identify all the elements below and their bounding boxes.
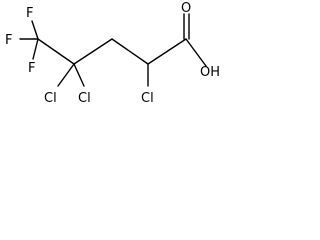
hydroxyl-label: OH	[200, 65, 220, 80]
bond-lines	[19, 13, 207, 87]
chlorine-alpha-label: Cl	[141, 91, 154, 106]
chlorine-right-label: Cl	[78, 91, 91, 106]
fluorine-top-label: F	[26, 6, 33, 21]
bond-c4-c5	[147, 38, 187, 65]
bond-c2-cl-left	[57, 63, 75, 87]
bond-c3-c4	[111, 38, 149, 65]
bond-c2-c3	[73, 38, 113, 65]
bond-cf-bottom	[32, 38, 39, 60]
chemical-structure: F F F Cl Cl Cl O OH	[5, 1, 220, 106]
bond-c5-oh	[185, 38, 207, 67]
chlorine-left-label: Cl	[44, 91, 57, 106]
carbonyl-oxygen-label: O	[181, 1, 191, 16]
bond-c2-cl-right	[73, 63, 85, 87]
fluorine-bottom-label: F	[28, 61, 35, 76]
fluorine-left-label: F	[5, 33, 12, 48]
bond-c1-c2	[37, 38, 75, 65]
bond-cf-top	[31, 20, 39, 40]
